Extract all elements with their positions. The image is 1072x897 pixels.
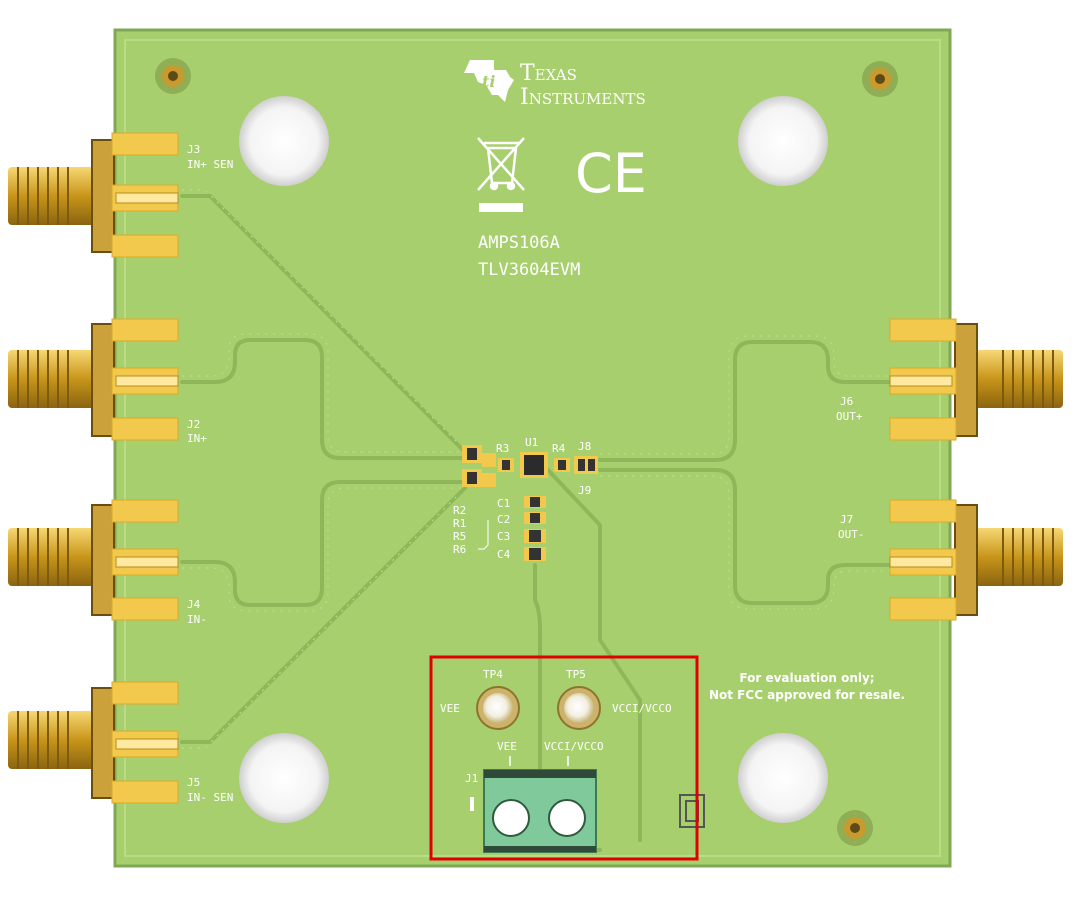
mounting-hole-tl: [239, 96, 329, 186]
weee-bin-icon: [477, 137, 525, 191]
tp4-ref: TP4: [483, 668, 503, 681]
test-point-tp5[interactable]: [557, 686, 601, 730]
sma-connector-j2: [8, 318, 179, 441]
sma-connector-j4: [8, 499, 179, 621]
notice-line2: Not FCC approved for resale.: [709, 688, 905, 702]
c2-label: C2: [497, 513, 510, 526]
j2-ref: J2: [187, 418, 200, 431]
r1-label: R1: [453, 517, 466, 530]
power-section-highlight: [429, 655, 699, 861]
j4-ref: J4: [187, 598, 201, 611]
mounting-hole-bl: [239, 733, 329, 823]
fiducial-br: [837, 810, 873, 846]
c3-label: C3: [497, 530, 510, 543]
j8-label: J8: [578, 440, 591, 453]
j5-ref: J5: [187, 776, 200, 789]
sma-connector-j5: [8, 681, 179, 804]
tp5-net: VCCI/VCCO: [612, 702, 672, 715]
u1-label: U1: [525, 436, 538, 449]
component-cluster: [462, 445, 598, 561]
j3-signal: IN+ SEN: [187, 158, 233, 171]
j7-signal: OUT-: [838, 528, 865, 541]
c4-label: C4: [497, 548, 511, 561]
sma-connector-j6: [889, 318, 1063, 441]
mounting-hole-br: [738, 733, 828, 823]
j2-signal: IN+: [187, 432, 207, 445]
tp5-ref: TP5: [566, 668, 586, 681]
j1-pin1-label: VEE: [497, 740, 517, 753]
j5-signal: IN- SEN: [187, 791, 233, 804]
brand-line2: Instruments: [520, 85, 646, 110]
j6-ref: J6: [840, 395, 853, 408]
ce-mark-icon: CE: [575, 142, 647, 205]
j6-signal: OUT+: [836, 410, 863, 423]
board-name: TLV3604EVM: [478, 260, 580, 280]
pcb-traces: [180, 194, 892, 852]
terminal-block-j1: [483, 769, 597, 853]
j9-label: J9: [578, 484, 591, 497]
fiducial-tl: [155, 58, 191, 94]
j7-ref: J7: [840, 513, 853, 526]
notice-line1: For evaluation only;: [739, 671, 874, 685]
mounting-hole-tr: [738, 96, 828, 186]
j4-signal: IN-: [187, 613, 207, 626]
svg-text:ti: ti: [482, 72, 495, 91]
r6-label: R6: [453, 543, 466, 556]
r5-label: R5: [453, 530, 466, 543]
sma-connector-j7: [889, 499, 1063, 621]
fiducial-tr: [862, 61, 898, 97]
j1-pin2-label: VCCI/VCCO: [544, 740, 604, 753]
sma-connector-j3: [8, 132, 179, 258]
ti-logo-icon: ti: [464, 60, 514, 102]
r2-label: R2: [453, 504, 466, 517]
j1-ref: J1: [465, 772, 478, 785]
r3-label: R3: [496, 442, 509, 455]
tp4-net: VEE: [440, 702, 460, 715]
test-point-tp4[interactable]: [476, 686, 520, 730]
c1-label: C1: [497, 497, 510, 510]
r4-label: R4: [552, 442, 566, 455]
brand-line1: Texas: [520, 61, 577, 86]
weee-bar: [479, 203, 523, 212]
j3-ref: J3: [187, 143, 200, 156]
board-id: AMPS106A: [478, 233, 560, 253]
